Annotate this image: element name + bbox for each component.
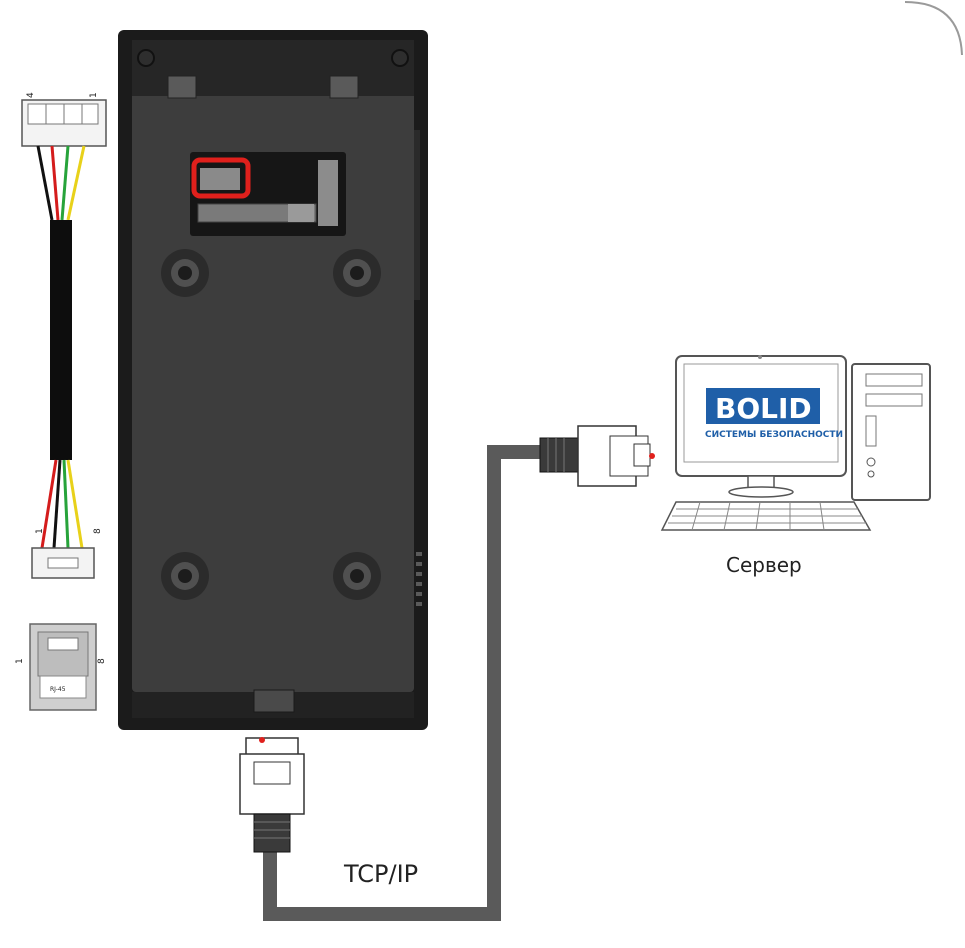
ethernet-cable	[263, 445, 544, 921]
connector-top-pins	[27, 103, 99, 125]
pin-label-1-bottom: 1	[35, 528, 45, 534]
mounting-boss-3	[161, 552, 209, 600]
frame-corner	[904, 1, 963, 56]
mounting-boss-2	[333, 249, 381, 297]
server-computer: BOLID СИСТЕМЫ БЕЗОПАСНОСТИ	[660, 355, 931, 531]
clip-right	[329, 75, 359, 99]
mounting-boss-1	[161, 249, 209, 297]
power-button	[866, 457, 876, 467]
server-label: Сервер	[726, 553, 802, 577]
pin-label-8-bottom: 8	[93, 528, 103, 534]
terminal-block-end	[288, 204, 314, 222]
power-connector	[200, 168, 240, 190]
screw-top-right	[391, 49, 409, 67]
jack-pin-label-1: 1	[15, 658, 25, 664]
jack-pin-label-8: 8	[97, 658, 107, 664]
side-ridge	[414, 130, 420, 300]
side-vents	[416, 552, 422, 606]
device-back-panel	[118, 30, 428, 730]
monitor-stand	[728, 486, 794, 498]
rj45-plug-right	[539, 425, 655, 487]
terminal-block	[197, 203, 317, 223]
screw-top-left	[137, 49, 155, 67]
pigtail-cable: 4 1 1 8	[21, 92, 107, 579]
bolid-logo-text: BOLID	[715, 392, 812, 425]
tcp-ip-label: TCP/IP	[344, 860, 419, 888]
keyboard-keys	[668, 501, 866, 531]
clip-left	[167, 75, 197, 99]
pin-label-1: 1	[89, 92, 99, 98]
eth-port	[318, 160, 338, 226]
rj45-jack-text: RJ-45	[50, 686, 66, 693]
connector-bottom-latch	[47, 557, 79, 569]
device-inner-panel	[132, 92, 414, 692]
monitor-neck	[747, 475, 775, 489]
cable-jacket	[50, 220, 72, 460]
rj45-plug-bottom	[239, 737, 305, 853]
drive-bay-1	[865, 373, 923, 387]
rj45-jack: RJ-45 1 8	[15, 623, 107, 711]
bolid-logo-subtitle: СИСТЕМЫ БЕЗОПАСНОСТИ	[705, 430, 843, 440]
highlight-box	[191, 157, 251, 199]
tower-slot	[865, 415, 877, 447]
bottom-latch	[253, 689, 295, 713]
bolid-logo	[706, 388, 820, 424]
drive-bay-2	[865, 393, 923, 407]
mounting-boss-4	[333, 552, 381, 600]
pin-label-4: 4	[26, 92, 36, 98]
